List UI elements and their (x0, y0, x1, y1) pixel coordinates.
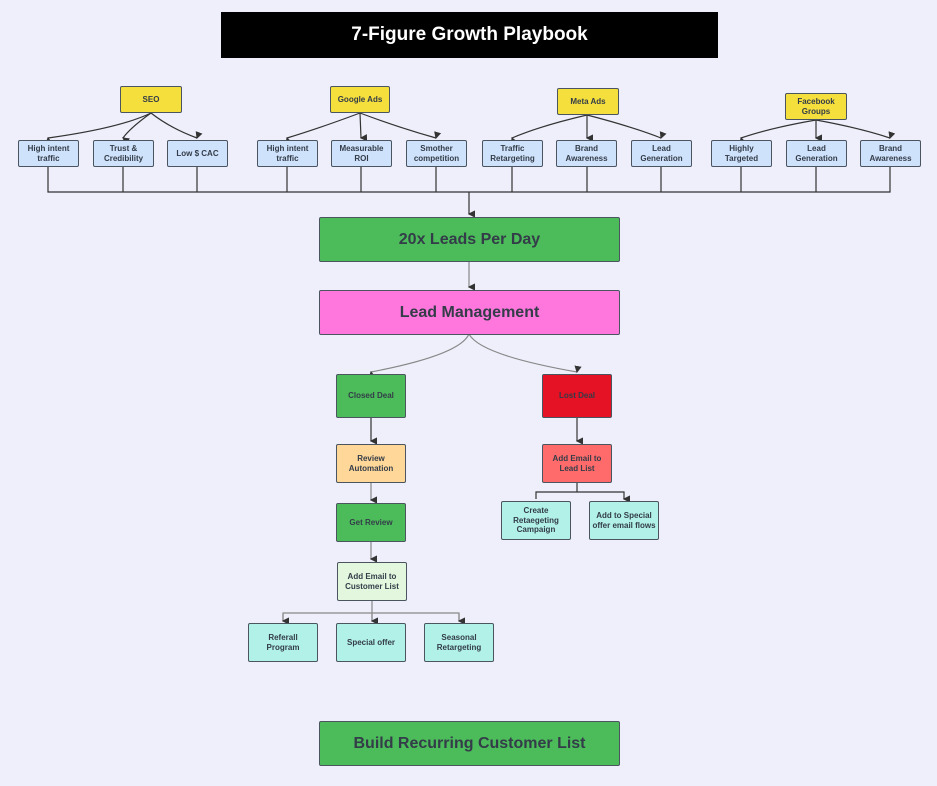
review-automation-box: Review Automation (336, 444, 406, 483)
add-email-customer-box: Add Email to Customer List (337, 562, 407, 601)
get-review-box: Get Review (336, 503, 406, 542)
benefit-box: High intent traffic (257, 140, 318, 167)
benefit-box: Traffic Retargeting (482, 140, 543, 167)
benefit-box: Lead Generation (631, 140, 692, 167)
benefit-box: Trust & Credibility (93, 140, 154, 167)
benefit-box: High intent traffic (18, 140, 79, 167)
benefit-box: Smother competition (406, 140, 467, 167)
benefit-box: Brand Awareness (860, 140, 921, 167)
create-retargeting-box: Create Retaegeting Campaign (501, 501, 571, 540)
channel-facebook-groups: Facebook Groups (785, 93, 847, 120)
build-recurring-box: Build Recurring Customer List (319, 721, 620, 766)
benefit-box: Measurable ROI (331, 140, 392, 167)
page-title: 7-Figure Growth Playbook (221, 12, 718, 58)
benefit-box: Lead Generation (786, 140, 847, 167)
referral-program-box: Referall Program (248, 623, 318, 662)
benefit-box: Low $ CAC (167, 140, 228, 167)
special-offer-box: Special offer (336, 623, 406, 662)
special-offer-flows-box: Add to Special offer email flows (589, 501, 659, 540)
benefit-box: Highly Targeted (711, 140, 772, 167)
channel-meta-ads: Meta Ads (557, 88, 619, 115)
lost-deal-box: Lost Deal (542, 374, 612, 418)
channel-seo: SEO (120, 86, 182, 113)
closed-deal-box: Closed Deal (336, 374, 406, 418)
add-email-lead-box: Add Email to Lead List (542, 444, 612, 483)
seasonal-retargeting-box: Seasonal Retargeting (424, 623, 494, 662)
benefit-box: Brand Awareness (556, 140, 617, 167)
lead-management-box: Lead Management (319, 290, 620, 335)
channel-google-ads: Google Ads (330, 86, 390, 113)
leads-per-day-box: 20x Leads Per Day (319, 217, 620, 262)
